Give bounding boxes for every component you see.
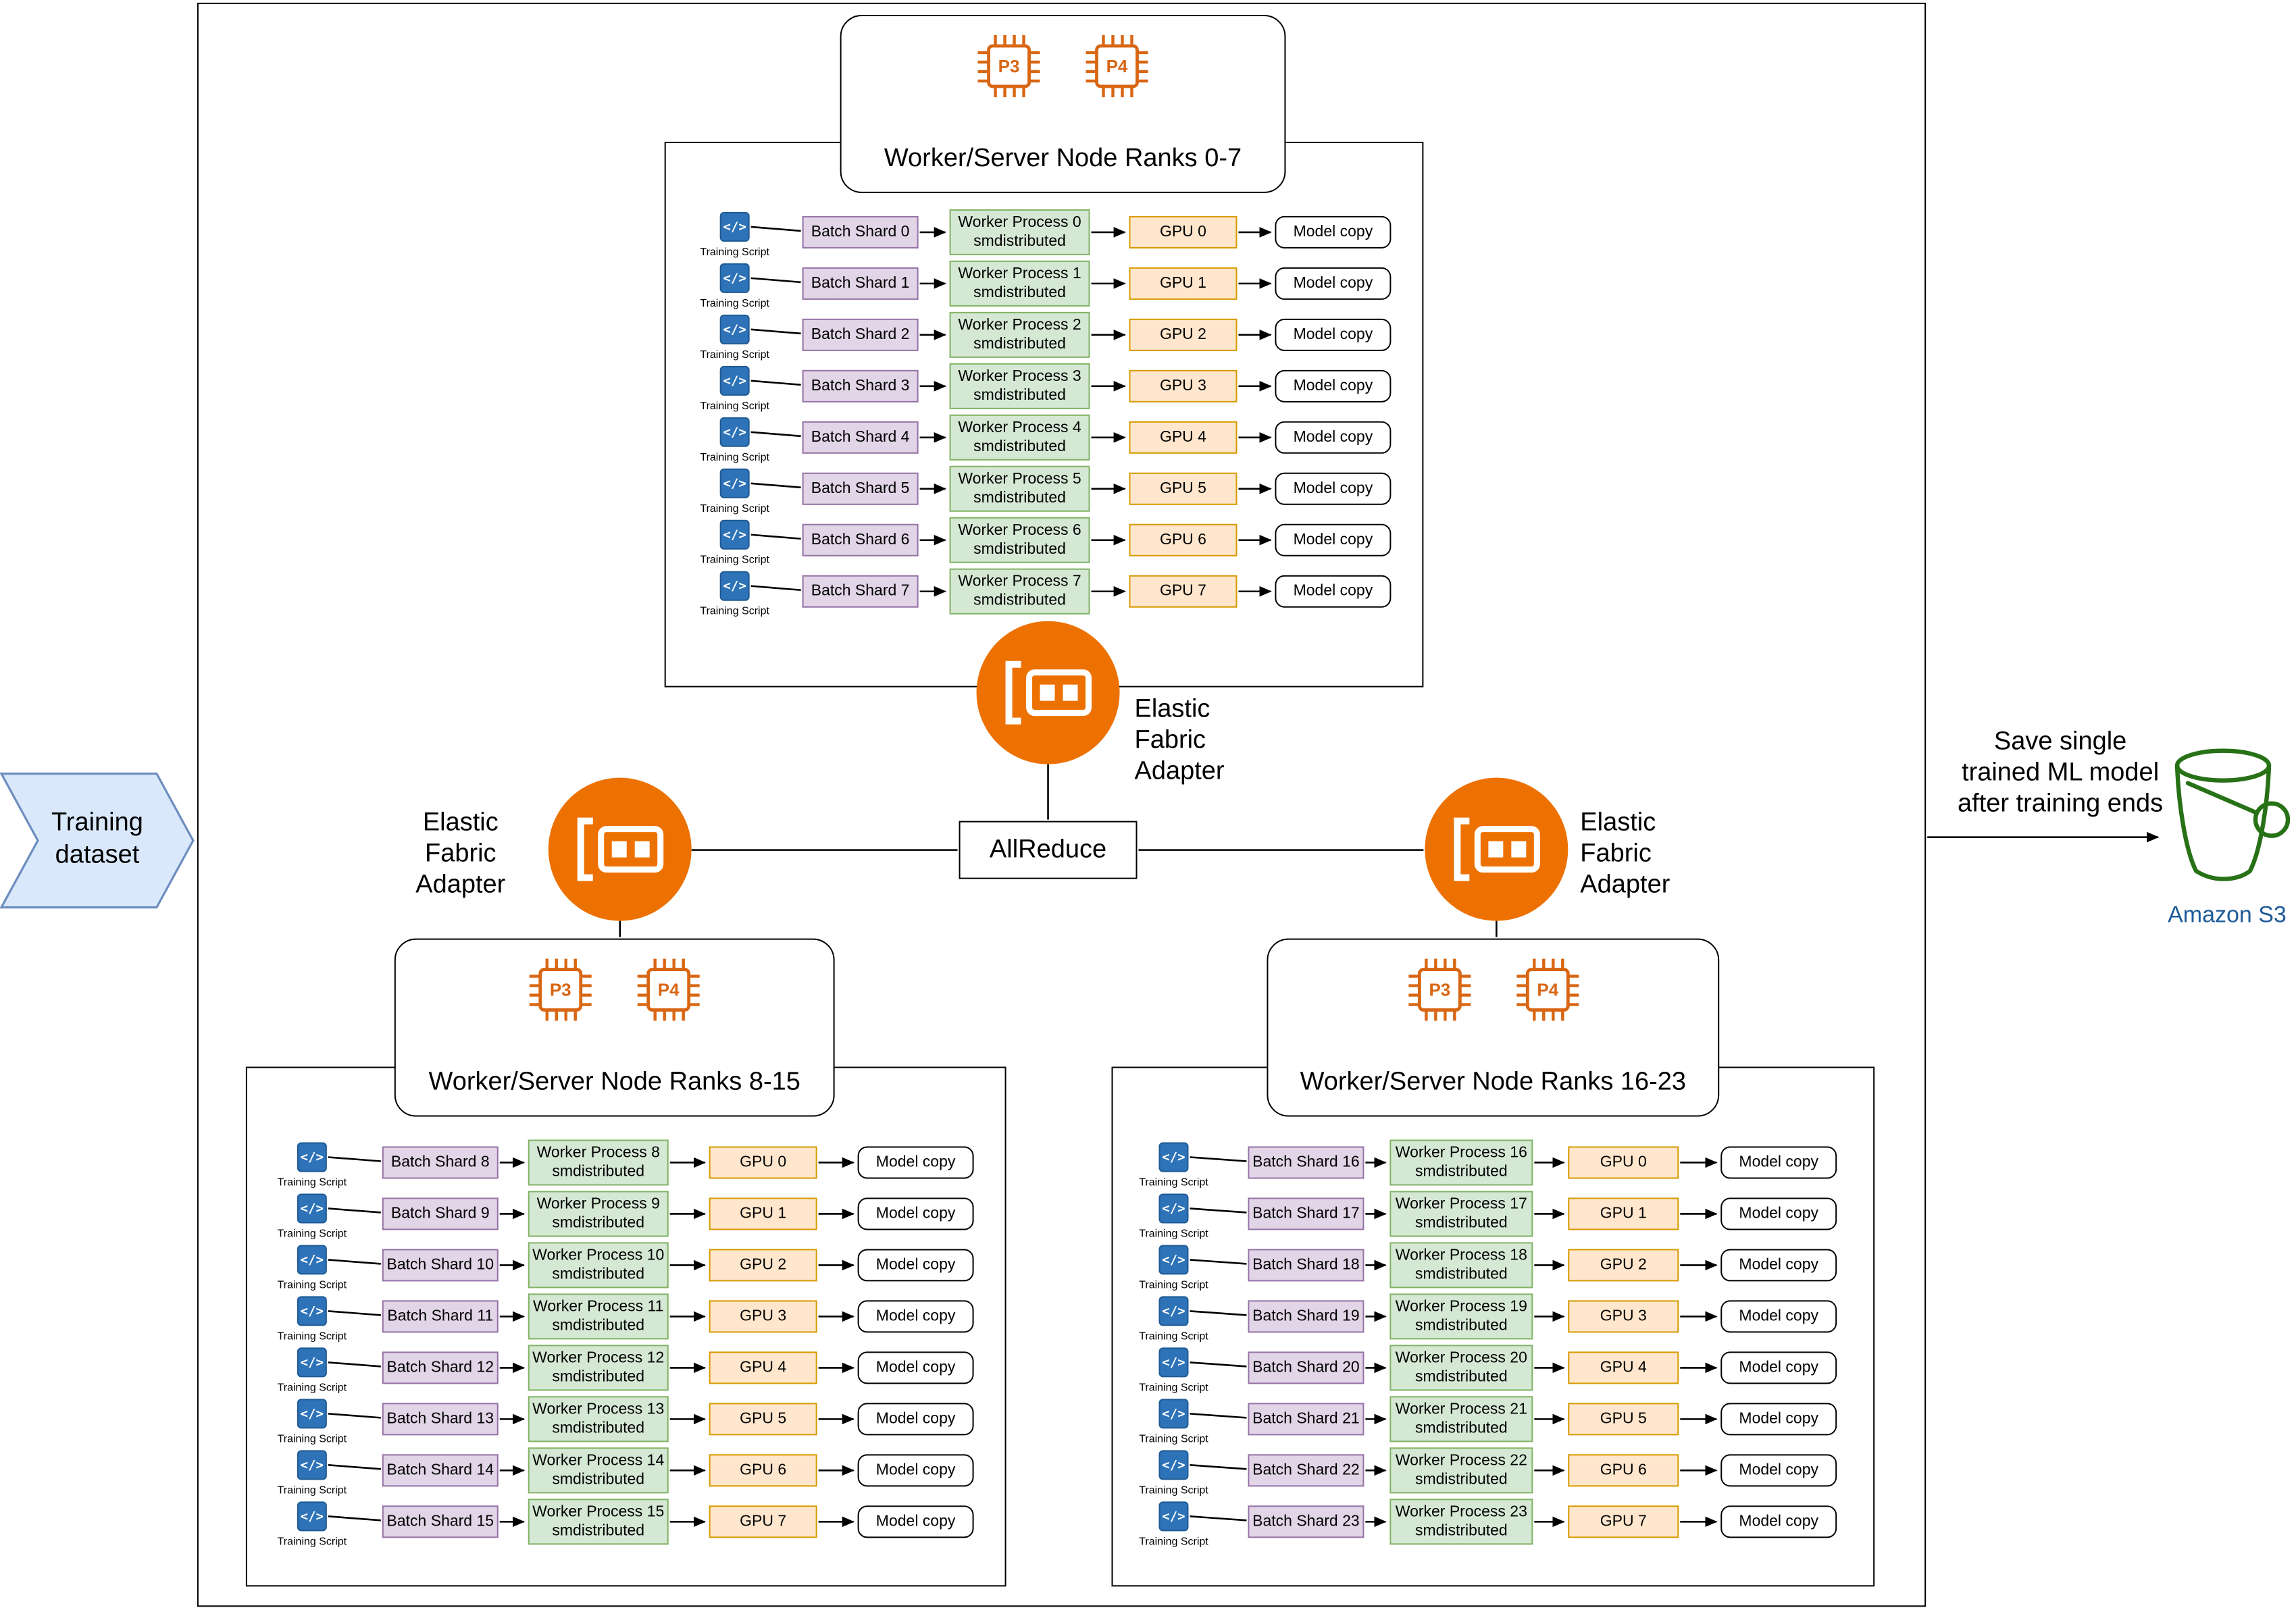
training-dataset-label: Training dataset xyxy=(51,808,143,870)
chip-group: P3 P4 xyxy=(973,30,1154,103)
training-dataset-shape xyxy=(0,773,195,909)
node-title-ranks-0-7: P3 P4 Worker/Server Node Ranks 0-7 xyxy=(840,14,1286,193)
node-title-ranks-8-15: P3 P4 Worker/Server Node Ranks 8-15 xyxy=(394,938,835,1117)
chip-p4-icon: P4 xyxy=(1516,958,1579,1021)
efa-label-left: Elastic Fabric Adapter xyxy=(415,808,506,900)
amazon-s3-bucket-icon xyxy=(2174,748,2291,881)
node-title-ranks-16-23: P3 P4 Worker/Server Node Ranks 16-23 xyxy=(1267,938,1720,1117)
node-title-label: Worker/Server Node Ranks 8-15 xyxy=(428,1068,800,1097)
chip-p3-icon: P3 xyxy=(977,34,1040,97)
efa-label-right: Elastic Fabric Adapter xyxy=(1580,808,1670,900)
node-title-label: Worker/Server Node Ranks 16-23 xyxy=(1300,1068,1687,1097)
chip-group: P3 P4 xyxy=(524,954,705,1026)
chip-p3-icon: P3 xyxy=(529,958,592,1021)
chip-p4-icon: P4 xyxy=(1086,34,1148,97)
network-card-glyph xyxy=(1454,817,1540,881)
chip-p4-icon: P4 xyxy=(637,958,700,1021)
save-note: Save single trained ML model after train… xyxy=(1958,727,2164,819)
efa-label-top: Elastic Fabric Adapter xyxy=(1134,695,1225,787)
svg-text:P4: P4 xyxy=(658,980,680,1000)
node-rect-ranks-16-23 xyxy=(1111,1066,1875,1587)
chip-p3-icon: P3 xyxy=(1408,958,1471,1021)
network-card-glyph xyxy=(577,817,664,881)
node-rect-ranks-8-15 xyxy=(245,1066,1006,1587)
node-rect-ranks-0-7 xyxy=(664,141,1424,687)
node-title-label: Worker/Server Node Ranks 0-7 xyxy=(884,144,1242,173)
network-card-glyph xyxy=(1005,660,1092,725)
svg-text:P4: P4 xyxy=(1536,980,1558,1000)
svg-text:P4: P4 xyxy=(1106,56,1128,76)
chip-group: P3 P4 xyxy=(1402,954,1583,1026)
efa-icon-left xyxy=(548,777,692,921)
efa-icon-right xyxy=(1425,777,1568,921)
svg-text:P3: P3 xyxy=(550,980,571,1000)
outer-boundary xyxy=(197,2,1927,1607)
allreduce-box: AllReduce xyxy=(959,821,1138,879)
efa-icon-top xyxy=(976,621,1120,764)
amazon-s3-label: Amazon S3 xyxy=(2168,902,2287,928)
svg-text:P3: P3 xyxy=(998,56,1020,76)
svg-text:P3: P3 xyxy=(1428,980,1450,1000)
